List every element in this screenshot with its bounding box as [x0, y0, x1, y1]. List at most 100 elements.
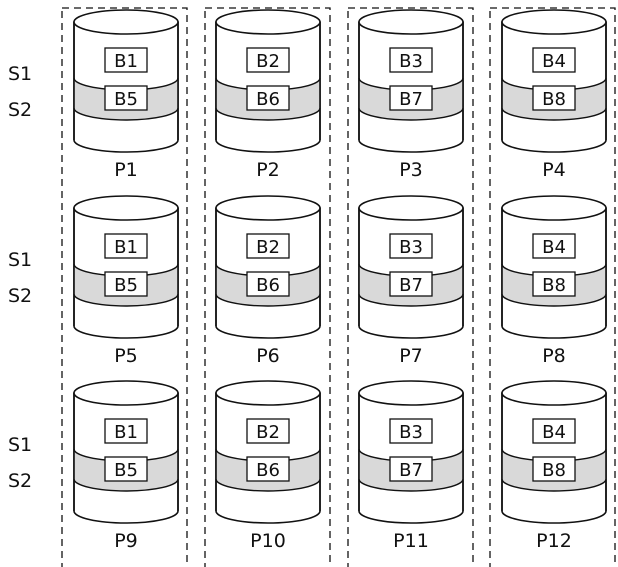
block-label: B6 — [256, 275, 280, 296]
disk-top — [501, 195, 607, 221]
disks: B1B5P1B2B6P2B3B7P3B4B8P4B1B5P5B2B6P6B3B7… — [73, 9, 607, 552]
disk-label: P12 — [536, 530, 572, 552]
block-label: B8 — [542, 275, 566, 296]
block-box — [246, 456, 290, 482]
stripe-divider — [358, 478, 464, 492]
block-box — [389, 85, 433, 111]
block-box — [104, 456, 148, 482]
disk-top — [358, 380, 464, 406]
block-label: B2 — [256, 51, 280, 72]
disk-label: P6 — [256, 345, 280, 367]
stripe-divider — [501, 478, 607, 492]
disk-label: P10 — [250, 530, 286, 552]
block-label: B6 — [256, 460, 280, 481]
block-label: B8 — [542, 89, 566, 110]
block-box — [532, 456, 576, 482]
column-frame-4 — [489, 7, 616, 567]
block-label: B2 — [256, 422, 280, 443]
disk-top — [501, 9, 607, 35]
block-label: B5 — [114, 460, 138, 481]
disk-label: P9 — [114, 530, 138, 552]
disk-top — [215, 9, 321, 35]
stripe-divider — [73, 478, 179, 492]
block-box — [104, 418, 148, 444]
column-frames — [61, 7, 616, 567]
block-box — [389, 233, 433, 259]
disk-label: P5 — [114, 345, 138, 367]
disk-label: P1 — [114, 159, 138, 181]
disk-label: P2 — [256, 159, 280, 181]
disk-label: P8 — [542, 345, 566, 367]
block-label: B3 — [399, 237, 423, 258]
disk-top — [73, 9, 179, 35]
disk-top — [73, 195, 179, 221]
disk-label: P11 — [393, 530, 429, 552]
block-box — [389, 47, 433, 73]
block-label: B7 — [399, 89, 423, 110]
block-box — [389, 271, 433, 297]
block-box — [104, 47, 148, 73]
block-box — [246, 271, 290, 297]
block-box — [246, 47, 290, 73]
block-label: B5 — [114, 275, 138, 296]
disk-top — [501, 380, 607, 406]
disk-top — [215, 195, 321, 221]
block-box — [389, 418, 433, 444]
block-label: B2 — [256, 237, 280, 258]
block-label: B1 — [114, 422, 138, 443]
block-box — [246, 85, 290, 111]
disk-label: P4 — [542, 159, 566, 181]
stripe-divider — [501, 107, 607, 121]
stripe-divider — [73, 293, 179, 307]
block-box — [246, 418, 290, 444]
block-box — [532, 85, 576, 111]
block-label: B4 — [542, 51, 566, 72]
block-box — [104, 85, 148, 111]
disk-top — [358, 9, 464, 35]
stripe-label-s2: S2 — [8, 470, 32, 492]
disk-top — [215, 380, 321, 406]
block-label: B7 — [399, 275, 423, 296]
block-label: B4 — [542, 237, 566, 258]
stripe-divider — [215, 293, 321, 307]
stripe-divider — [358, 107, 464, 121]
stripe-label-s1: S1 — [8, 249, 32, 271]
stripe-divider — [73, 107, 179, 121]
block-label: B1 — [114, 51, 138, 72]
stripe-label-s1: S1 — [8, 63, 32, 85]
block-label: B5 — [114, 89, 138, 110]
stripe-label-s2: S2 — [8, 99, 32, 121]
disk-top — [73, 380, 179, 406]
stripe-divider — [358, 293, 464, 307]
block-label: B3 — [399, 51, 423, 72]
block-label: B1 — [114, 237, 138, 258]
block-box — [532, 271, 576, 297]
block-box — [104, 271, 148, 297]
block-label: B7 — [399, 460, 423, 481]
stripe-divider — [215, 107, 321, 121]
disk-top — [358, 195, 464, 221]
block-label: B8 — [542, 460, 566, 481]
block-label: B3 — [399, 422, 423, 443]
stripe-label-s1: S1 — [8, 434, 32, 456]
stripe-divider — [215, 478, 321, 492]
column-frame-3 — [347, 7, 474, 567]
block-box — [532, 47, 576, 73]
block-box — [246, 233, 290, 259]
disk-label: P7 — [399, 345, 423, 367]
block-box — [389, 456, 433, 482]
block-label: B4 — [542, 422, 566, 443]
disk-label: P3 — [399, 159, 423, 181]
